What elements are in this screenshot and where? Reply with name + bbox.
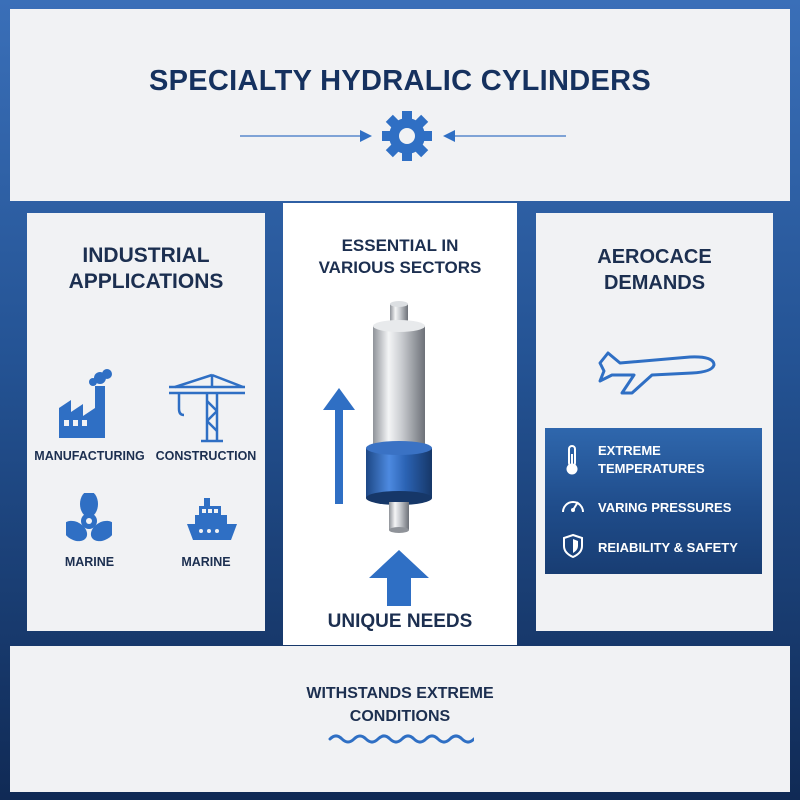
feature-temperatures-line1: EXTREME: [598, 443, 661, 458]
manufacturing-label: MANUFACTURING: [34, 449, 145, 463]
aerospace-heading: AEROCACE DEMANDS: [536, 244, 773, 296]
title-panel: SPECIALTY HYDRALIC CYLINDERS: [10, 9, 790, 201]
industrial-heading: INDUSTRIAL APPLICATIONS: [27, 243, 265, 295]
propeller-icon: [66, 493, 112, 542]
feature-temperatures-text: EXTREME TEMPERATURES: [598, 442, 705, 478]
title-ornament: [240, 111, 566, 161]
right-arrow-line: [443, 130, 566, 142]
airplane-icon: [598, 351, 716, 395]
unique-needs-label: UNIQUE NEEDS: [327, 611, 473, 632]
essential-heading-line2: VARIOUS SECTORS: [318, 258, 482, 277]
essential-sectors-panel: ESSENTIAL IN VARIOUS SECTORS: [283, 203, 517, 645]
cylinder-rod-bottom: [389, 502, 409, 533]
industrial-heading-line1: INDUSTRIAL: [82, 244, 210, 267]
factory-icon: [59, 369, 112, 438]
feature-temperatures-line2: TEMPERATURES: [598, 461, 705, 476]
feature-safety-text: REIABILITY & SAFETY: [598, 540, 738, 555]
essential-heading-line1: ESSENTIAL IN: [341, 236, 459, 255]
gauge-icon: [562, 501, 584, 513]
aerospace-heading-line2: DEMANDS: [603, 272, 706, 294]
conditions-line2: CONDITIONS: [349, 708, 451, 725]
cylinder-collar: [366, 441, 432, 505]
industrial-applications-panel: INDUSTRIAL APPLICATIONS MANUFACTURING: [27, 213, 265, 631]
ship-icon: [187, 498, 237, 540]
feature-pressures-text: VARING PRESSURES: [598, 500, 732, 515]
conditions-text: WITHSTANDS EXTREME CONDITIONS: [10, 682, 790, 728]
hydraulic-cylinder-illustration: [323, 301, 432, 533]
up-arrow-icon: [323, 388, 355, 504]
marine-label-2: MARINE: [181, 555, 231, 569]
gear-icon: [382, 111, 432, 161]
aerospace-features-box: EXTREME TEMPERATURES VARING PRESSURES RE…: [545, 428, 762, 574]
page-title: SPECIALTY HYDRALIC CYLINDERS: [149, 65, 651, 97]
conditions-panel: WITHSTANDS EXTREME CONDITIONS: [10, 646, 790, 792]
construction-label: CONSTRUCTION: [155, 449, 257, 463]
essential-heading: ESSENTIAL IN VARIOUS SECTORS: [283, 235, 517, 279]
conditions-line1: WITHSTANDS EXTREME: [306, 685, 494, 702]
industrial-heading-line2: APPLICATIONS: [68, 270, 224, 293]
marine-label-1: MARINE: [64, 555, 115, 569]
big-up-arrow-icon: [369, 550, 429, 606]
wave-icon: [328, 734, 474, 744]
aerospace-heading-line1: AEROCACE: [597, 246, 712, 268]
thermometer-icon: [566, 445, 578, 475]
crane-icon: [169, 373, 245, 443]
left-arrow-line: [240, 130, 372, 142]
shield-icon: [563, 534, 583, 558]
